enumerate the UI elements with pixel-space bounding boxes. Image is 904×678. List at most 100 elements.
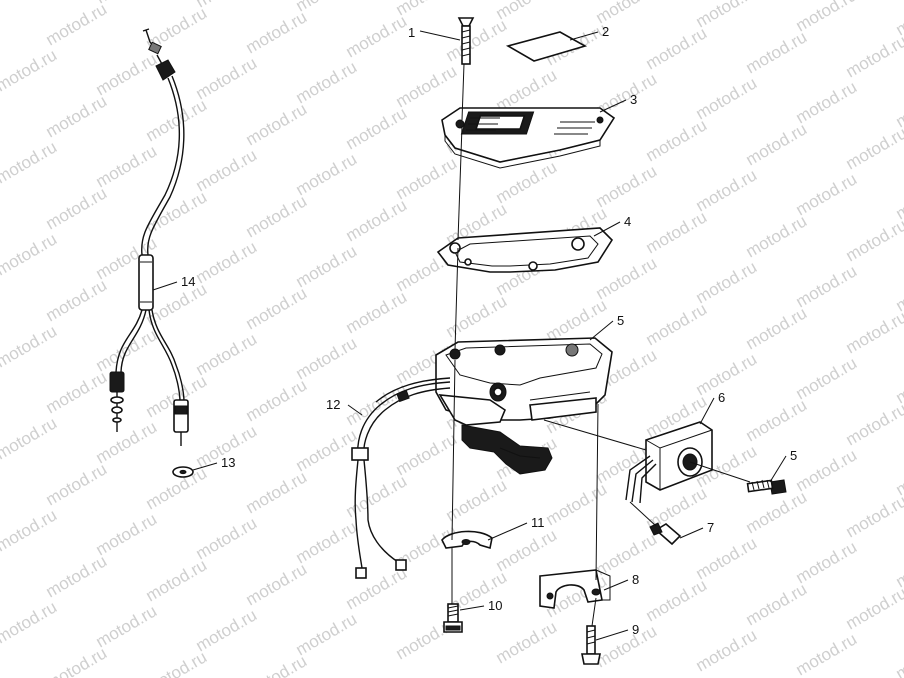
callout-5-side: 5 — [790, 448, 797, 463]
watermark-text: motod.ru — [93, 417, 161, 467]
watermark-text: motod.ru — [793, 169, 861, 219]
watermark-text: motod.ru — [893, 633, 904, 678]
watermark-text: motod.ru — [0, 505, 60, 555]
watermark-text: motod.ru — [793, 261, 861, 311]
watermark-text: motod.ru — [693, 257, 761, 307]
watermark-text: motod.ru — [0, 137, 60, 187]
watermark-text: motod.ru — [243, 283, 311, 333]
watermark-text: motod.ru — [793, 353, 861, 403]
watermark-text: motod.ru — [593, 621, 661, 671]
watermark-text: motod.ru — [693, 0, 761, 31]
watermark-text: motod.ru — [43, 367, 111, 417]
watermark-text: motod.ru — [843, 399, 904, 449]
cover-plate-part-3 — [441, 107, 616, 169]
watermark-text: motod.ru — [93, 509, 161, 559]
assembly-lines — [451, 63, 751, 627]
watermark-text: motod.ru — [643, 575, 711, 625]
watermark-text: motod.ru — [643, 299, 711, 349]
watermark-text: motod.ru — [693, 349, 761, 399]
watermark-text: motod.ru — [593, 529, 661, 579]
clip-part-11 — [441, 530, 493, 550]
watermark-text: motod.ru — [193, 329, 261, 379]
callout-11: 11 — [531, 515, 545, 530]
watermark-text: motod.ru — [293, 241, 361, 291]
callout-3: 3 — [630, 92, 637, 107]
watermark-text: motod.ru — [793, 445, 861, 495]
watermark-text: motod.ru — [393, 153, 461, 203]
watermark-text: motod.ru — [243, 375, 311, 425]
watermark-text: motod.ru — [93, 141, 161, 191]
watermark-text: motod.ru — [443, 15, 511, 65]
callout-10: 10 — [488, 598, 502, 613]
watermark-text: motod.ru — [393, 61, 461, 111]
throttle-cable-part-14 — [109, 28, 189, 446]
watermark-text: motod.ru — [43, 0, 111, 49]
watermark-text: motod.ru — [143, 555, 211, 605]
watermark-text: motod.ru — [693, 73, 761, 123]
watermark-text: motod.ru — [0, 413, 60, 463]
callout-7: 7 — [707, 520, 714, 535]
watermark-text: motod.ru — [143, 647, 211, 678]
watermark-text: motod.ru — [293, 609, 361, 659]
callout-13: 13 — [221, 455, 235, 470]
watermark-text: motod.ru — [0, 45, 60, 95]
watermark-text: motod.ru — [343, 379, 411, 429]
watermark-text: motod.ru — [793, 537, 861, 587]
watermark-text: motod.ru — [93, 601, 161, 651]
watermark-text: motod.ru — [843, 307, 904, 357]
watermark-text: motod.ru — [793, 77, 861, 127]
watermark-text: motod.ru — [743, 119, 811, 169]
watermark-text: motod.ru — [643, 23, 711, 73]
watermark-text: motod.ru — [843, 215, 904, 265]
watermark-text: motod.ru — [693, 625, 761, 675]
callout-6: 6 — [718, 390, 725, 405]
watermark-text: motod.ru — [193, 53, 261, 103]
watermark-text: motod.ru — [193, 145, 261, 195]
watermark-text: motod.ru — [293, 57, 361, 107]
watermark-text: motod.ru — [643, 115, 711, 165]
watermark-text: motod.ru — [843, 583, 904, 633]
watermark-text: motod.ru — [793, 629, 861, 678]
callout-9: 9 — [632, 622, 639, 637]
watermark-text: motod.ru — [493, 157, 561, 207]
watermark-text: motod.ru — [43, 183, 111, 233]
watermark-text: motod.ru — [743, 27, 811, 77]
watermark-text: motod.ru — [643, 207, 711, 257]
watermark-text: motod.ru — [293, 149, 361, 199]
watermark-text: motod.ru — [343, 195, 411, 245]
watermark-text: motod.ru — [743, 303, 811, 353]
watermark-text: motod.ru — [743, 487, 811, 537]
watermark-text: motod.ru — [243, 191, 311, 241]
switch-housing-part-6 — [625, 421, 713, 504]
watermark-text: motod.ru — [243, 559, 311, 609]
watermark-text: motod.ru — [293, 517, 361, 567]
screw-part-9 — [581, 625, 601, 665]
callout-labels: 1 2 3 4 5 5 6 7 8 9 10 11 12 13 14 — [181, 24, 797, 637]
callout-5-top: 5 — [617, 313, 624, 328]
screw-part-5-side — [746, 479, 787, 495]
washer-part-13 — [172, 466, 194, 478]
throttle-housing-part-5 — [435, 337, 613, 475]
watermark-text: motod.ru — [743, 395, 811, 445]
watermark-text: motod.ru — [593, 161, 661, 211]
watermark-text: motod.ru — [0, 321, 60, 371]
watermark-text: motod.ru — [43, 459, 111, 509]
watermark-text: motod.ru — [843, 31, 904, 81]
callout-8: 8 — [632, 572, 639, 587]
watermark-text: motod.ru — [843, 491, 904, 541]
clamp-part-8 — [539, 569, 611, 609]
bulb-part-7 — [649, 522, 682, 546]
gasket-part-4 — [436, 227, 614, 273]
watermark-text: motod.ru — [343, 563, 411, 613]
callout-leaders — [152, 30, 787, 641]
callout-12: 12 — [326, 397, 340, 412]
watermark-text: motod.ru — [43, 91, 111, 141]
watermark-text: motod.ru — [193, 513, 261, 563]
watermark-text: motod.ru — [693, 533, 761, 583]
callout-2: 2 — [602, 24, 609, 39]
watermark-text: motod.ru — [43, 275, 111, 325]
screw-part-1 — [457, 17, 475, 65]
watermark-text: motod.ru — [0, 0, 60, 3]
screw-part-10 — [443, 603, 463, 633]
watermark-text: motod.ru — [693, 165, 761, 215]
